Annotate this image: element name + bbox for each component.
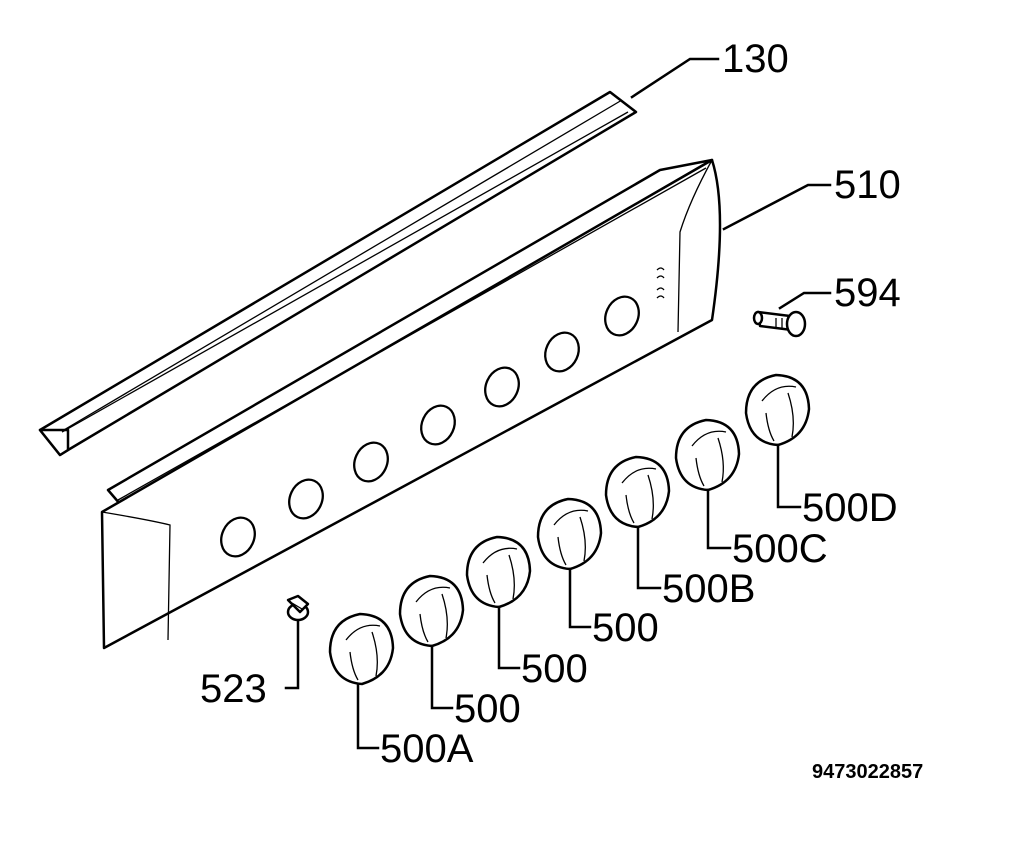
- label-500b: 500B: [662, 567, 755, 611]
- indicator-lamp-594: [752, 310, 807, 338]
- screw-523: [286, 594, 310, 622]
- label-500a: 500A: [380, 727, 474, 771]
- panel-hole: [420, 404, 456, 446]
- knob-500c: [674, 418, 741, 492]
- label-510: 510: [834, 163, 901, 207]
- panel-hole: [353, 441, 389, 483]
- label-500-2: 500: [521, 647, 588, 691]
- panel-hole: [220, 516, 256, 558]
- knob-500b: [604, 455, 671, 529]
- panel-hole: [288, 478, 324, 520]
- control-panel-510: [100, 158, 722, 650]
- label-594: 594: [834, 271, 901, 315]
- knob-500: [465, 535, 532, 609]
- panel-hole: [604, 295, 640, 337]
- panel-hole: [544, 331, 580, 373]
- label-500-3: 500: [592, 606, 659, 650]
- knob-500a: [328, 612, 395, 686]
- knob-500d: [744, 373, 811, 447]
- label-523: 523: [200, 667, 267, 711]
- label-130: 130: [722, 37, 789, 81]
- drawing-code: 9473022857: [812, 761, 923, 783]
- knob-500: [536, 497, 603, 571]
- label-500c: 500C: [732, 527, 828, 571]
- label-500d: 500D: [802, 486, 898, 530]
- leader-lines: [284, 57, 832, 750]
- trim-strip-130: [38, 90, 638, 457]
- panel-hole: [484, 366, 520, 408]
- label-500-1: 500: [454, 687, 521, 731]
- knob-500: [398, 574, 465, 648]
